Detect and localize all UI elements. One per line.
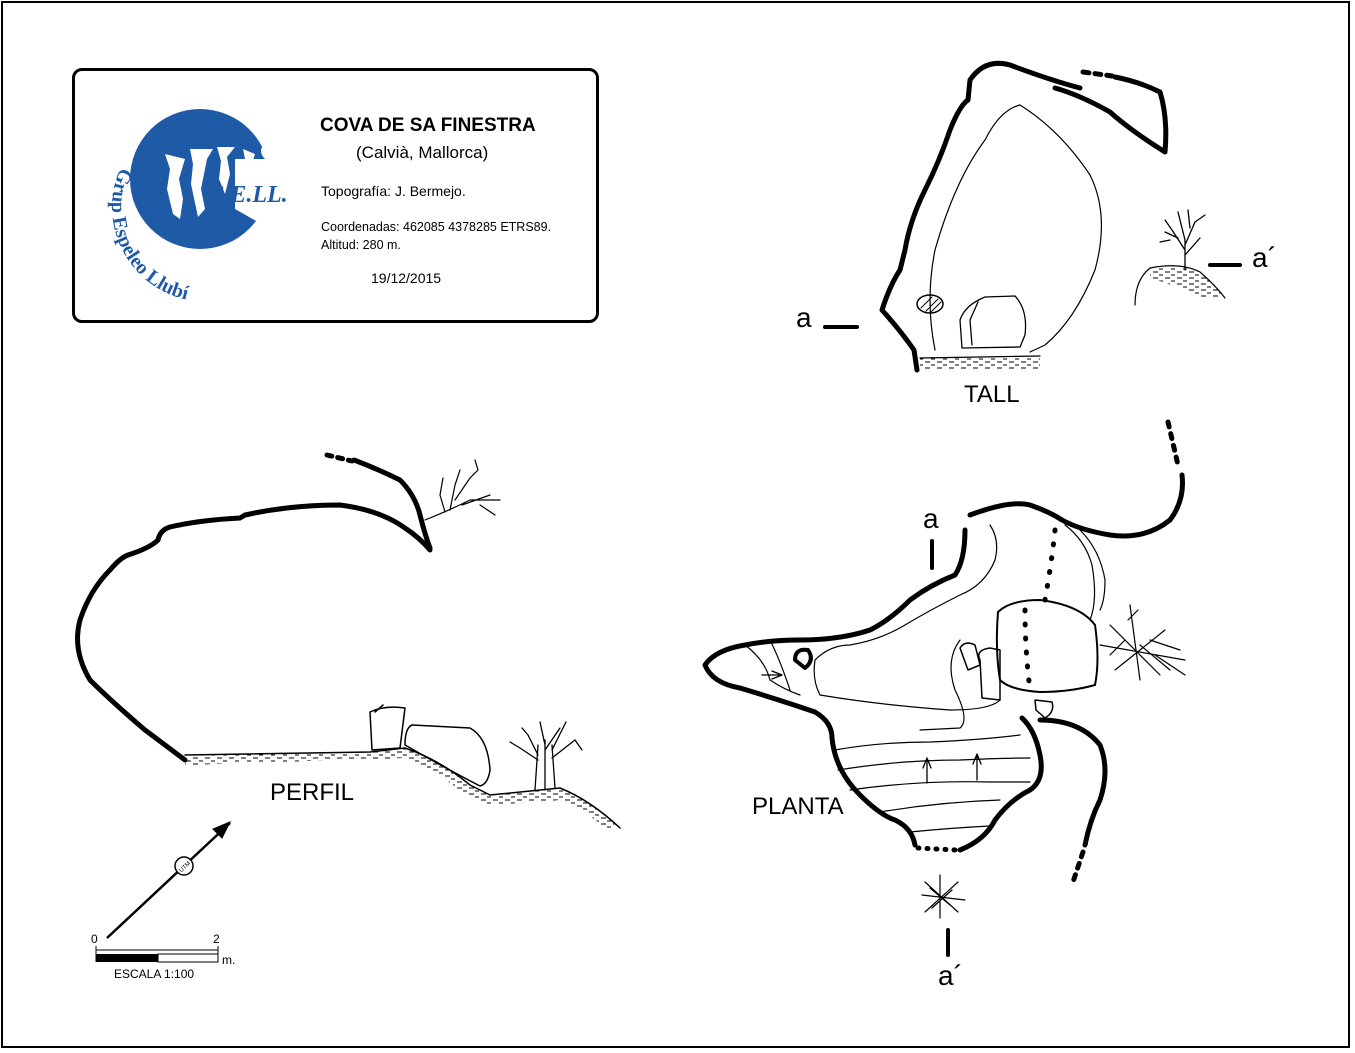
plan-label: PLANTA <box>752 793 844 820</box>
section-hatched-block <box>916 294 944 314</box>
scale-ratio-label: ESCALA 1:100 <box>114 967 195 981</box>
north-arrow: UTM <box>106 821 232 939</box>
plan-small-block-3 <box>1034 699 1054 719</box>
plan-mark-a-text: a <box>923 503 939 534</box>
profile-outer-wall <box>75 502 433 763</box>
section-mark-a-prime-text: a´ <box>1252 242 1277 273</box>
plan-contour-5 <box>834 734 1021 751</box>
section-tree-icon <box>1159 209 1206 271</box>
logo-acronym: G.E.LL. <box>207 182 288 208</box>
plan-outer-wall <box>702 527 968 848</box>
section-floor <box>919 355 1041 359</box>
topography-credit: Topografía: J. Bermejo. <box>321 183 466 199</box>
section-floor-sediment <box>920 358 1040 370</box>
section-view <box>823 60 1242 373</box>
scale-bar-filled <box>96 954 158 962</box>
scale-start-label: 0 <box>91 932 98 946</box>
section-mark-a-text: a <box>796 302 812 333</box>
profile-floor-sediment <box>185 748 620 828</box>
section-label: TALL <box>964 381 1020 408</box>
title-block: G.E.LL. Grup Espeleo Llubí COVA DE SA FI… <box>72 68 599 323</box>
plan-small-block-2 <box>959 642 981 671</box>
profile-roof <box>351 457 433 551</box>
plan-contour-10 <box>744 639 801 696</box>
plan-contour-1 <box>813 524 1001 711</box>
plan-wall-dots-bottom <box>915 845 959 853</box>
coordinates: Coordenadas: 462085 4378285 ETRS89. <box>321 220 552 234</box>
profile-wall-dashes <box>324 452 355 464</box>
plan-slope-arrows <box>761 670 982 784</box>
section-outer-wall-right <box>1052 74 1169 155</box>
cave-location: (Calvià, Mallorca) <box>356 143 489 162</box>
plan-contour-8 <box>879 799 1001 813</box>
plan-wall-dots-inner <box>1022 527 1058 693</box>
plan-boulder <box>995 599 1099 693</box>
section-slope-sediment <box>1150 266 1225 298</box>
plan-mark-a-prime-text: a´ <box>938 960 963 991</box>
section-hatch-lines <box>920 296 942 313</box>
slope-arrow-2 <box>972 753 982 781</box>
profile-tree-icon-outside <box>509 721 583 791</box>
plan-contour-7 <box>849 781 1031 791</box>
profile-tree-icon-cave <box>424 459 501 521</box>
plan-view <box>702 419 1186 957</box>
cave-name: COVA DE SA FINESTRA <box>320 115 536 136</box>
plan-contour-3 <box>1079 529 1106 611</box>
survey-date: 19/12/2015 <box>371 270 442 286</box>
profile-block-small <box>369 704 406 751</box>
altitude: Altitud: 280 m. <box>321 238 401 252</box>
profile-block-large <box>404 724 491 787</box>
section-outer-wall <box>879 60 1083 373</box>
north-arrow-head <box>212 821 232 839</box>
slope-arrow-1 <box>922 757 932 784</box>
plan-bush-icon-right <box>1099 604 1186 681</box>
north-arrow-circle <box>174 856 194 876</box>
scale-bar-empty <box>157 953 219 963</box>
stalactite-shapes <box>165 147 255 219</box>
plan-wall-dashes-top <box>1165 419 1181 468</box>
logo-cutout <box>235 139 270 229</box>
plan-contour-2 <box>1064 524 1096 621</box>
profile-label: PERFIL <box>270 779 355 806</box>
north-arrow-shaft <box>106 822 231 939</box>
plan-right-wall <box>1037 717 1108 848</box>
scale-end-label: 2 <box>213 932 220 946</box>
section-boulder <box>959 295 1027 349</box>
plan-contour-6 <box>837 757 1031 771</box>
plan-small-block-1 <box>978 647 1001 701</box>
plan-wall-dashes-bottom <box>1070 849 1086 885</box>
plan-contour-4 <box>919 639 965 731</box>
plan-bush-icon-bottom <box>921 874 966 919</box>
slope-arrow-3 <box>761 670 783 680</box>
section-inner-ceiling <box>929 104 1102 353</box>
plan-contour-9 <box>909 825 991 833</box>
gell-logo: G.E.LL. Grup Espeleo Llubí <box>107 109 288 299</box>
scale-unit-label: m. <box>222 953 236 967</box>
plan-upper-wall <box>967 472 1185 539</box>
section-wall-dashes <box>1080 69 1115 79</box>
plan-pillar <box>793 647 813 670</box>
plan-outer-wall-lower <box>957 715 1044 853</box>
scale-bar <box>95 946 219 963</box>
profile-view <box>75 452 621 829</box>
